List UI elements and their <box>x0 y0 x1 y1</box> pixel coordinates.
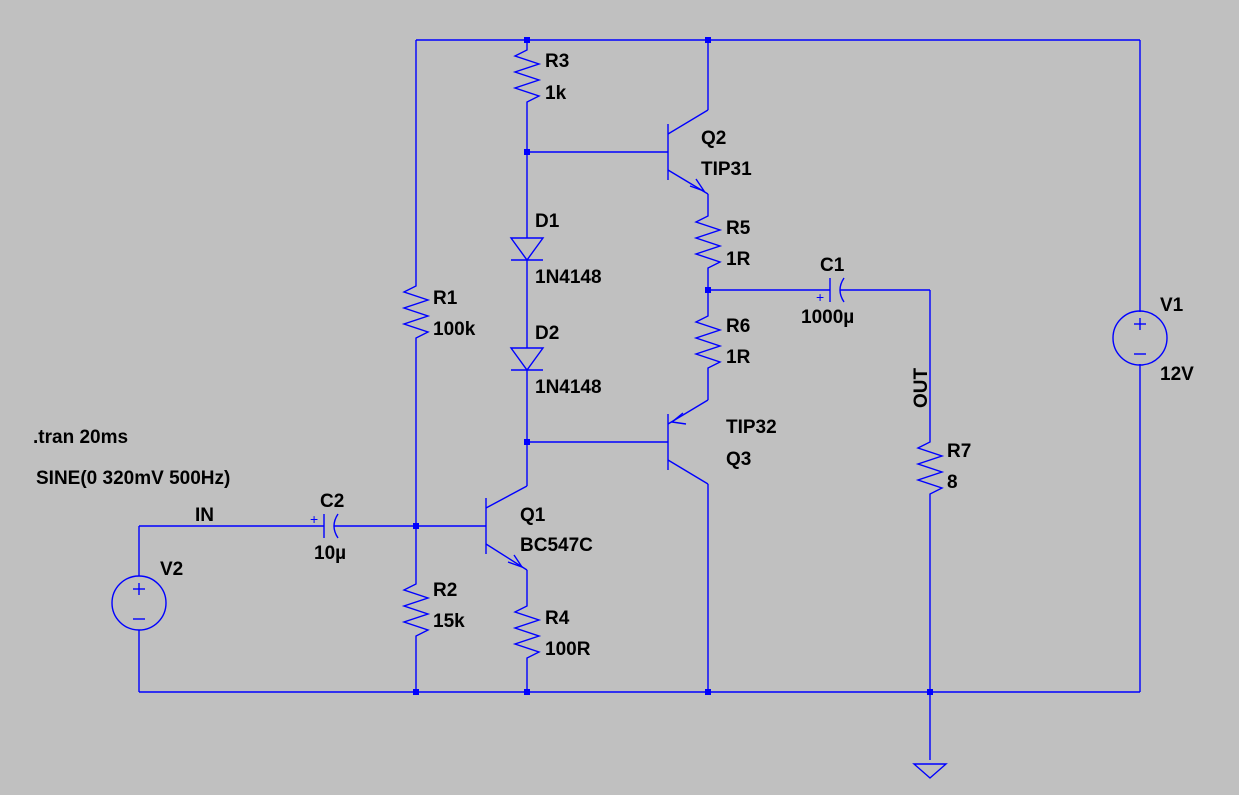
resistor-r7-value: 8 <box>947 472 958 493</box>
transistor-q2-ref: Q2 <box>701 128 726 149</box>
junction-dot <box>524 37 530 43</box>
ground-icon <box>912 763 948 779</box>
resistor-r4[interactable]: R4 100R <box>512 600 591 662</box>
voltage-source-v2[interactable]: V2 <box>111 559 183 631</box>
junction-dot <box>705 689 711 695</box>
diode-d1-symbol <box>509 237 545 262</box>
capacitor-c1[interactable]: + C1 1000µ <box>801 255 854 328</box>
diode-d2[interactable]: D2 1N4148 <box>509 323 602 398</box>
transistor-q2[interactable]: Q2 TIP31 <box>667 109 752 195</box>
diode-d2-symbol <box>509 347 545 372</box>
resistor-r5-symbol <box>693 210 723 272</box>
junction-dot <box>705 287 711 293</box>
junction-dot <box>524 439 530 445</box>
resistor-r7[interactable]: R7 8 <box>915 436 971 498</box>
resistor-r2[interactable]: R2 15k <box>401 578 465 640</box>
junction-dot <box>927 689 933 695</box>
transistor-q3-value: TIP32 <box>726 417 777 438</box>
source-spec-sine[interactable]: SINE(0 320mV 500Hz) <box>36 468 230 489</box>
net-label-in[interactable]: IN <box>195 505 214 526</box>
transistor-q3-ref: Q3 <box>726 449 751 470</box>
diode-d2-value: 1N4148 <box>535 377 602 398</box>
resistor-r1-value: 100k <box>433 319 476 340</box>
resistor-r3-symbol <box>512 44 542 106</box>
resistor-r5-ref: R5 <box>726 218 751 239</box>
capacitor-c2[interactable]: + C2 10µ <box>310 491 346 564</box>
capacitor-c2-value: 10µ <box>314 543 346 564</box>
voltage-source-v1-value: 12V <box>1160 364 1194 385</box>
junction-dot <box>524 689 530 695</box>
capacitor-c1-value: 1000µ <box>801 307 854 328</box>
resistor-r7-symbol <box>915 436 945 498</box>
resistor-r1-symbol <box>401 280 431 344</box>
voltage-source-v1-ref: V1 <box>1160 295 1184 316</box>
capacitor-c1-ref: C1 <box>820 255 845 276</box>
junction-dot <box>413 523 419 529</box>
voltage-source-v2-symbol <box>111 575 167 631</box>
junction-dot <box>705 37 711 43</box>
transistor-q2-value: TIP31 <box>701 159 752 180</box>
resistor-r5[interactable]: R5 1R <box>693 210 751 272</box>
transistor-q3[interactable]: TIP32 Q3 <box>667 399 777 485</box>
resistor-r5-value: 1R <box>726 249 751 270</box>
transistor-q1-value: BC547C <box>520 535 593 556</box>
resistor-r6-ref: R6 <box>726 316 750 337</box>
wires <box>138 39 1141 760</box>
resistor-r1[interactable]: R1 100k <box>401 280 476 344</box>
resistor-r2-value: 15k <box>433 611 465 632</box>
resistor-r4-value: 100R <box>545 639 591 660</box>
voltage-source-v1-symbol <box>1112 310 1168 366</box>
net-label-out[interactable]: OUT <box>911 368 932 409</box>
resistor-r6-symbol <box>693 310 723 372</box>
junction-dot <box>524 149 530 155</box>
diode-d1-value: 1N4148 <box>535 267 602 288</box>
resistor-r4-ref: R4 <box>545 608 570 629</box>
resistor-r7-ref: R7 <box>947 441 971 462</box>
svg-text:+: + <box>816 289 824 305</box>
junctions <box>413 37 933 695</box>
voltage-source-v2-ref: V2 <box>160 559 183 580</box>
transistor-q1[interactable]: Q1 BC547C <box>485 485 593 571</box>
svg-text:+: + <box>310 511 318 527</box>
voltage-source-v1[interactable]: V1 12V <box>1112 295 1194 385</box>
resistor-r3[interactable]: R3 1k <box>512 44 569 106</box>
resistor-r2-symbol <box>401 578 431 640</box>
capacitor-c2-ref: C2 <box>320 491 344 512</box>
resistor-r1-ref: R1 <box>433 288 458 309</box>
resistor-r3-ref: R3 <box>545 51 569 72</box>
spice-directive-tran[interactable]: .tran 20ms <box>33 427 128 448</box>
resistor-r2-ref: R2 <box>433 580 457 601</box>
resistor-r6-value: 1R <box>726 347 751 368</box>
diode-d1[interactable]: D1 1N4148 <box>509 211 602 288</box>
diode-d1-ref: D1 <box>535 211 560 232</box>
resistor-r4-symbol <box>512 600 542 662</box>
resistor-r6[interactable]: R6 1R <box>693 310 751 372</box>
diode-d2-ref: D2 <box>535 323 559 344</box>
transistor-q1-ref: Q1 <box>520 505 546 526</box>
resistor-r3-value: 1k <box>545 83 567 104</box>
junction-dot <box>413 689 419 695</box>
